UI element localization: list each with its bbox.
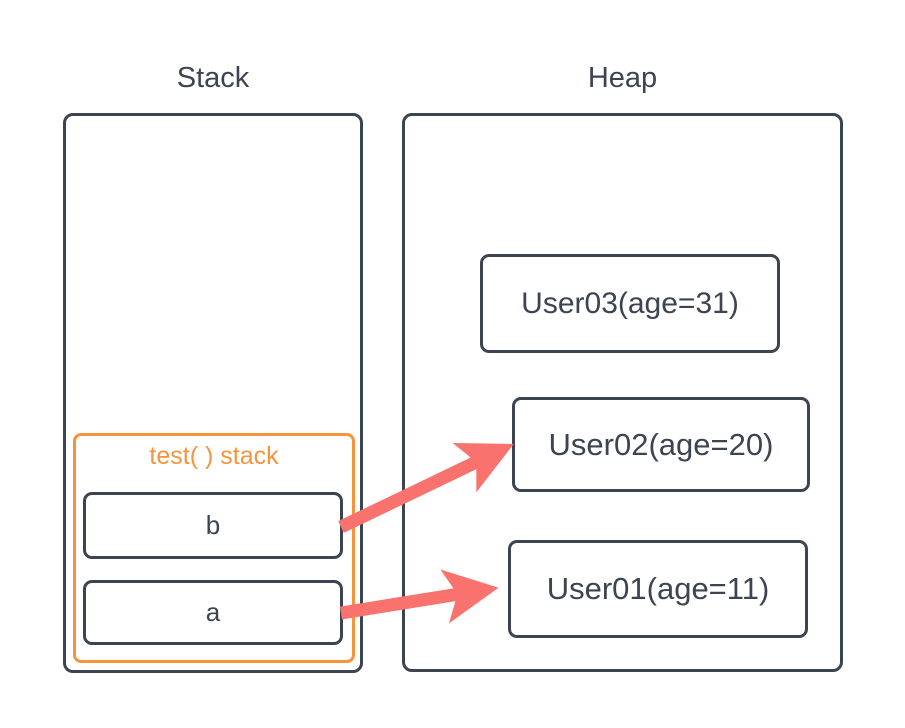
heap-object-user02: User02(age=20) — [512, 397, 810, 492]
heap-title: Heap — [587, 62, 658, 94]
stack-slot-a: a — [83, 580, 343, 645]
heap-object-user01: User01(age=11) — [508, 540, 808, 638]
stack-title: Stack — [176, 62, 250, 94]
test-stack-frame — [73, 433, 355, 663]
test-stack-frame-label: test( ) stack — [149, 442, 279, 470]
stack-region — [63, 113, 363, 673]
heap-object-user03: User03(age=31) — [480, 254, 780, 353]
stack-slot-b: b — [83, 492, 343, 559]
